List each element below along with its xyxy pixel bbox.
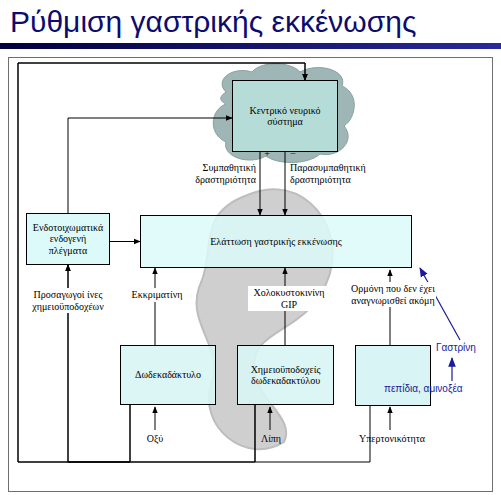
title-text: Ρύθμιση γαστρικής εκκένωσης	[10, 4, 416, 40]
connector	[260, 152, 261, 215]
brain-cloud	[213, 64, 354, 163]
connector	[110, 241, 140, 242]
input-label: Λίπη	[255, 433, 287, 445]
process-box: Χημειοϋποδοχείς δωδεκαδακτύλου	[237, 345, 334, 405]
annotation: Γαστρίνη	[436, 342, 498, 354]
input-label: Υπερτονικότητα	[348, 433, 436, 445]
process-box: Κεντρικό νευρικό σύστημα	[232, 80, 338, 152]
box-label: Ελάττωση γαστρικής εκκένωσης	[210, 236, 342, 248]
box-label: Χημειοϋποδοχείς δωδεκαδακτύλου	[242, 364, 329, 387]
feedback-bus	[255, 406, 370, 462]
sign-mark: +	[262, 148, 272, 160]
process-box: Ενδοτοιχωματικά ενδογενή πλέγματα	[26, 213, 110, 265]
input-label: Οξύ	[140, 433, 170, 445]
hypertonicity-arrow	[390, 407, 391, 430]
process-box: Δωδεκαδάκτυλο	[120, 345, 216, 405]
connector	[285, 152, 286, 215]
title-bar	[0, 43, 501, 49]
edge-label: Χολοκυστοκινίνη GIP	[248, 286, 330, 311]
connector	[155, 268, 156, 345]
edge-label: Εκκριματίνη	[126, 288, 188, 302]
hormone-label: Ορμόνη που δεν έχει αναγνωρισθεί ακόμη	[350, 282, 436, 307]
sign-mark: −	[288, 148, 298, 160]
fat-arrow	[270, 407, 271, 430]
box-label: Δωδεκαδάκτυλο	[135, 369, 201, 381]
edge-label: Συμπαθητική δραστηριότητα	[160, 162, 256, 185]
acid-arrow	[155, 407, 156, 430]
hormone-box	[356, 346, 431, 406]
pathway-label: Προσαγωγοί ίνες χημειοϋποδοχέων	[20, 288, 116, 313]
box-label: Ενδοτοιχωματικά ενδογενή πλέγματα	[31, 222, 105, 257]
frame	[9, 58, 493, 492]
annotation: πεπίδια, αμινοξέα	[384, 383, 496, 395]
edge-label: Παρασυμπαθητική δραστηριότητα	[290, 162, 390, 185]
peptide-arrow	[451, 358, 452, 381]
effect-box: Ελάττωση γαστρικής εκκένωσης	[140, 215, 412, 268]
box-label: Κεντρικό νευρικό σύστημα	[237, 105, 333, 128]
